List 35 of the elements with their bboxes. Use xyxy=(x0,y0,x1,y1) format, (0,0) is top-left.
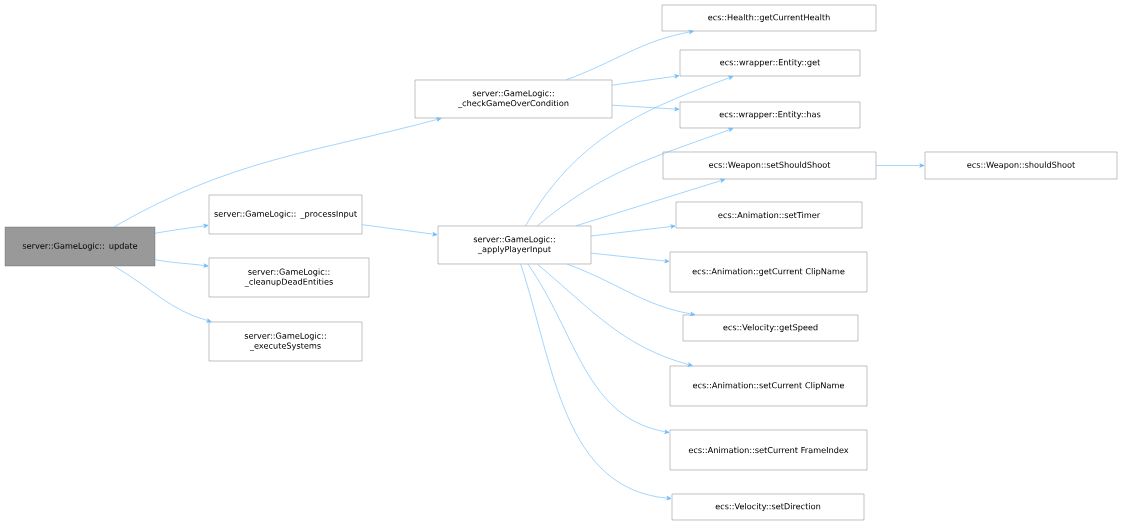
arrow xyxy=(537,263,693,367)
arrow xyxy=(520,263,672,501)
function-box: server::GameLogic:: _applyPlayerInput xyxy=(437,225,592,265)
arrow xyxy=(575,178,726,227)
arrow xyxy=(566,263,696,316)
function-box: ecs::Velocity::getSpeed xyxy=(682,314,859,342)
arrow xyxy=(611,74,680,86)
function-box: ecs::Weapon::shouldShoot xyxy=(924,151,1118,180)
arrow xyxy=(361,224,438,237)
arrow xyxy=(590,252,670,264)
function-box: server::GameLogic:: _checkGameOverCondition xyxy=(414,79,613,119)
arrow xyxy=(611,104,680,112)
arrow xyxy=(527,263,670,434)
arrow xyxy=(525,75,734,227)
function-box: ecs::wrapper::Entity::get xyxy=(679,49,861,77)
arrow xyxy=(875,163,925,168)
function-box: ecs::wrapper::Entity::has xyxy=(679,101,861,129)
arrow xyxy=(537,127,734,227)
arrow xyxy=(590,224,676,237)
function-box: ecs::Health::getCurrentHealth xyxy=(661,4,877,32)
function-box: server::GameLogic:: _processInput xyxy=(208,194,363,235)
function-box: server::GameLogic:: _cleanupDeadEntities xyxy=(208,257,370,298)
function-box: ecs::Velocity::setDirection xyxy=(671,493,865,521)
arrow xyxy=(113,265,212,323)
arrow xyxy=(565,30,694,81)
arrow xyxy=(154,259,209,268)
arrow xyxy=(113,117,442,228)
function-box: server::GameLogic:: update xyxy=(4,226,156,267)
arrow xyxy=(154,223,209,234)
function-box: server::GameLogic:: _executeSystems xyxy=(208,321,363,362)
function-box: ecs::Weapon::setShouldShoot xyxy=(662,151,877,180)
function-box: ecs::Animation::getCurrent ClipName xyxy=(669,251,868,293)
function-box: ecs::Animation::setCurrent FrameIndex xyxy=(669,429,868,471)
function-box: ecs::Animation::setCurrent ClipName xyxy=(669,365,868,407)
function-box: ecs::Animation::setTimer xyxy=(675,201,863,229)
